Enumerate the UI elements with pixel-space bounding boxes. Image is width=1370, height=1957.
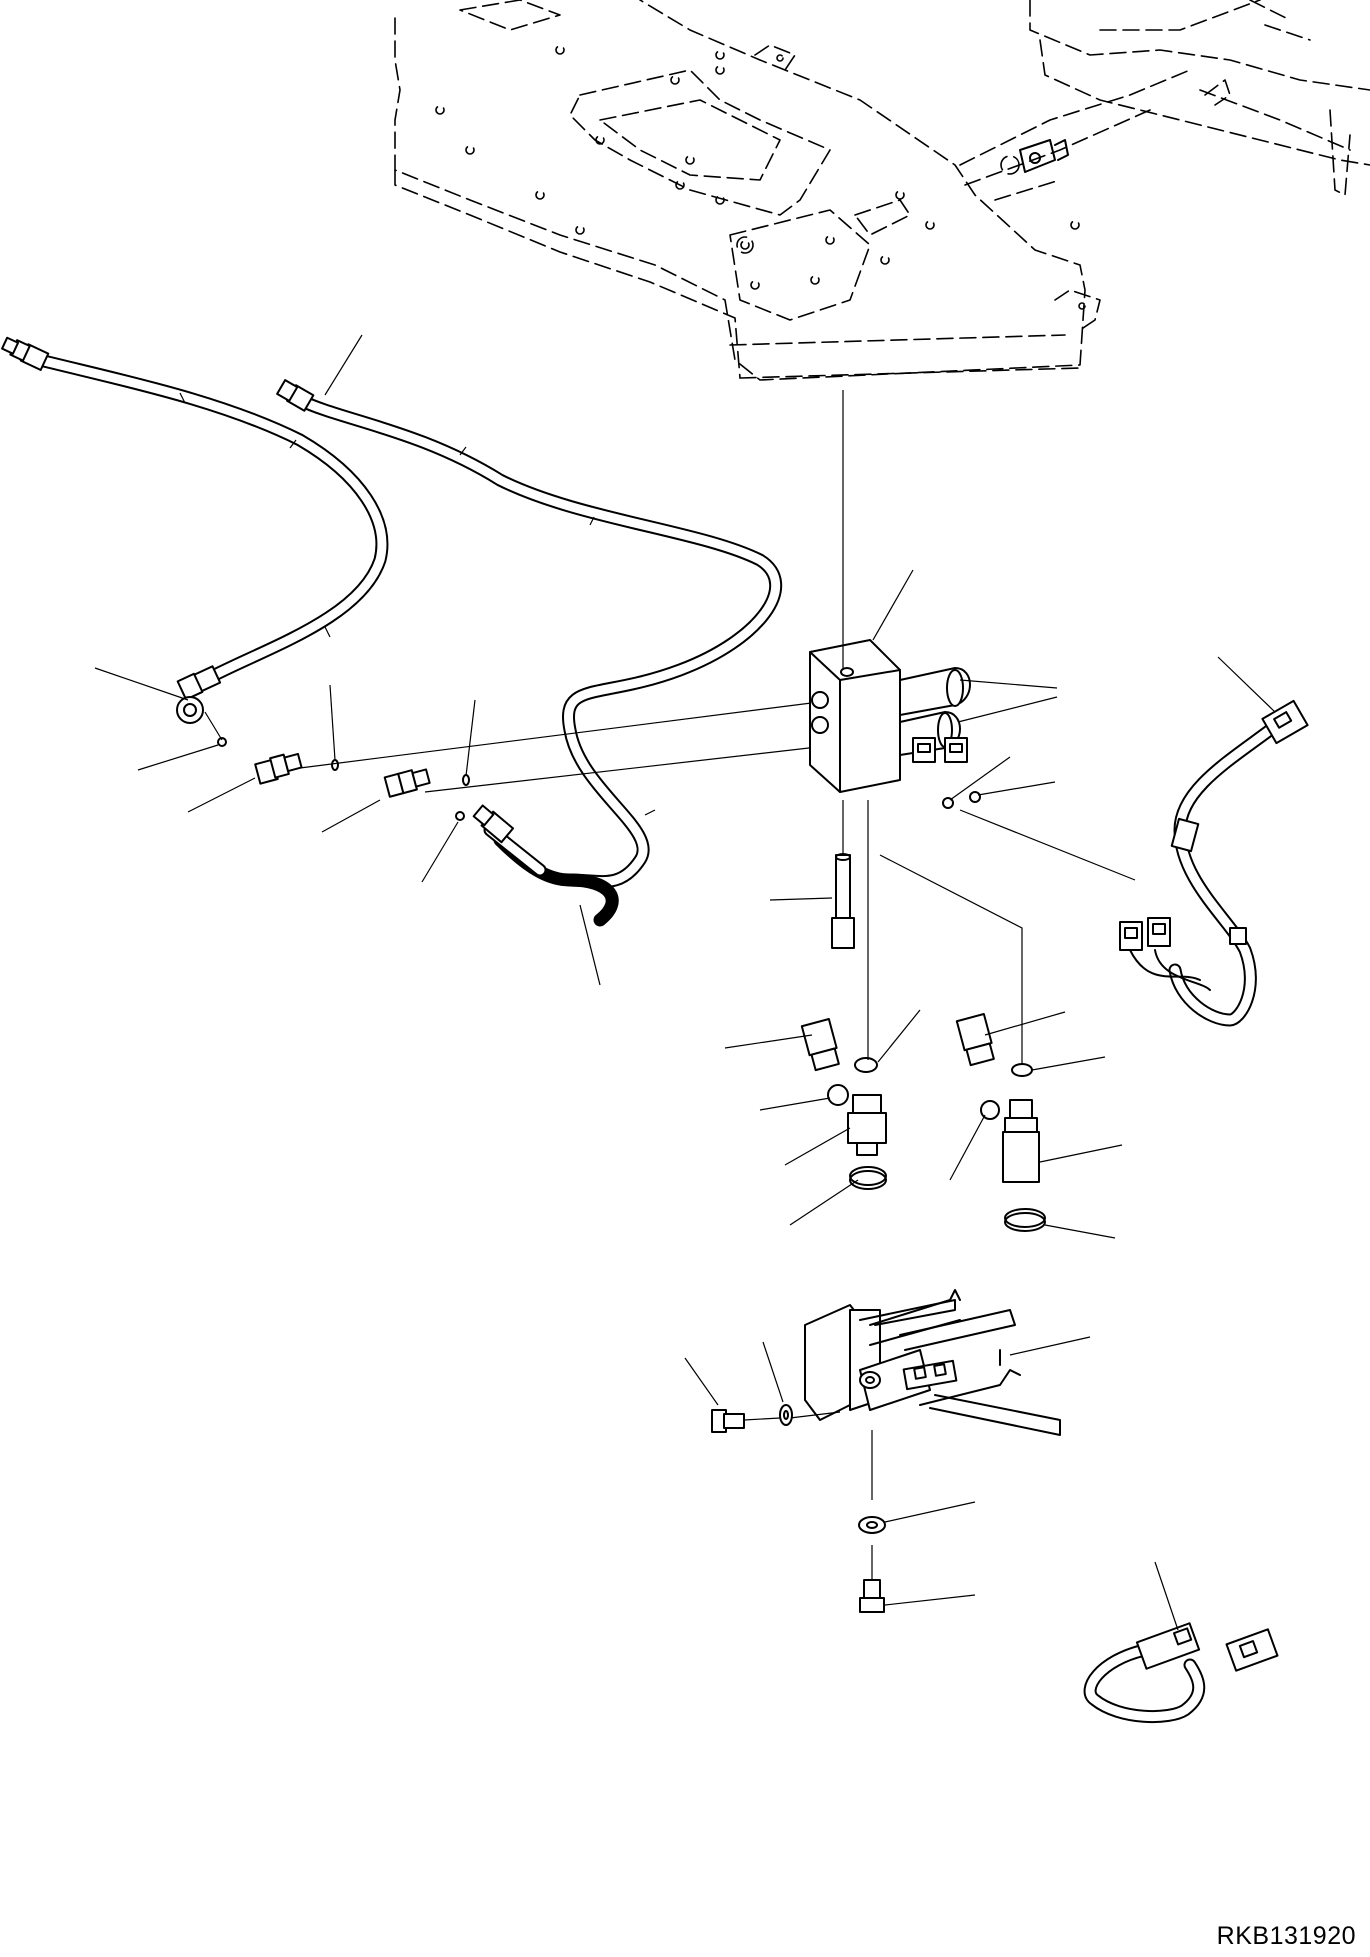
- valve-bolt: [831, 800, 855, 949]
- connector-harness-drawing: [1083, 1622, 1279, 1723]
- bracket-bolt-bottom: [858, 1430, 886, 1613]
- leader-lines: [94, 334, 1276, 1631]
- wiring-harness-drawing: [959, 699, 1309, 1027]
- drawing-code: RKB131920: [1216, 1922, 1356, 1950]
- bracket-bolt-side: [711, 1404, 793, 1433]
- fittings-left: [204, 699, 836, 821]
- hose-b: [276, 379, 783, 889]
- hose-c: [472, 804, 619, 927]
- solenoid-valve-drawing: [809, 390, 971, 793]
- fittings-lower: [800, 800, 1046, 1232]
- hose-a: [1, 336, 389, 724]
- nuts: [942, 791, 981, 809]
- bracket-drawing: [789, 1289, 1061, 1436]
- frame-drawing: [394, 0, 1370, 381]
